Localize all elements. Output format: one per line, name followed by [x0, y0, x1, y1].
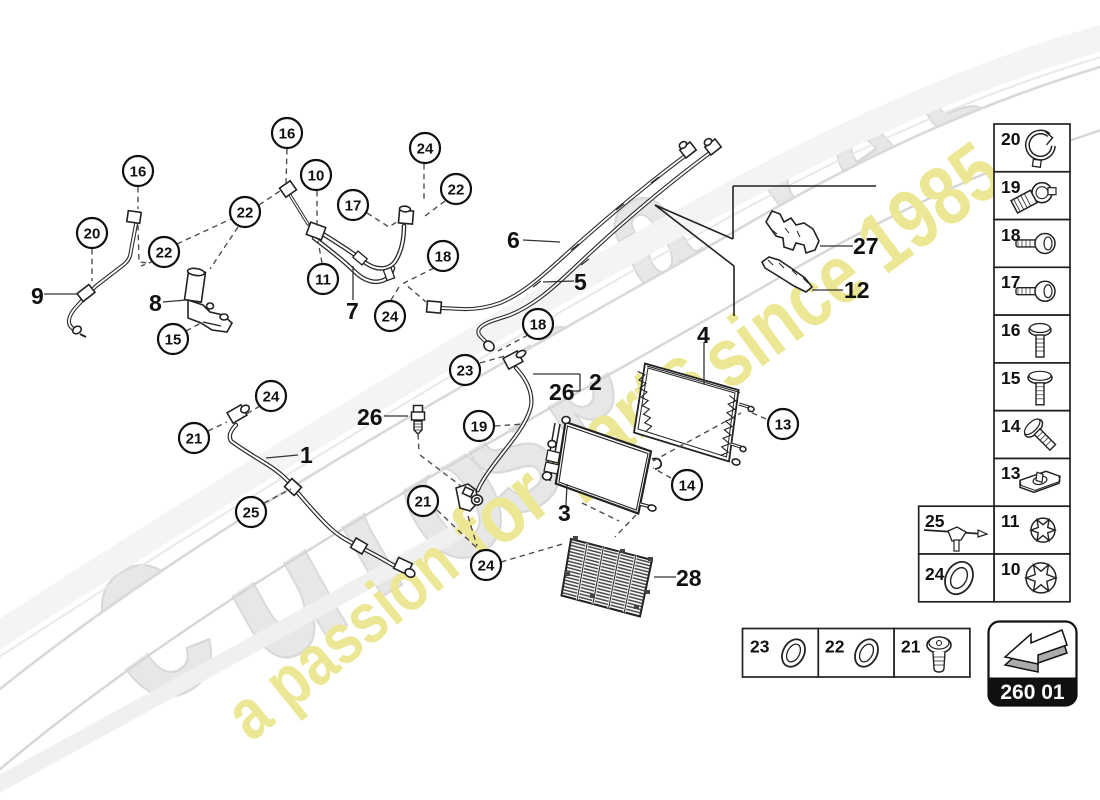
svg-text:24: 24 [417, 140, 434, 157]
svg-text:20: 20 [84, 225, 101, 242]
svg-text:22: 22 [448, 181, 465, 198]
svg-text:17: 17 [1001, 272, 1020, 292]
svg-text:24: 24 [478, 557, 495, 574]
svg-text:26: 26 [549, 379, 575, 405]
svg-text:19: 19 [1001, 177, 1021, 197]
svg-text:12: 12 [844, 277, 870, 303]
svg-text:7: 7 [346, 298, 359, 324]
svg-text:15: 15 [1001, 368, 1021, 388]
svg-text:18: 18 [435, 248, 452, 265]
svg-text:24: 24 [382, 308, 399, 325]
svg-text:5: 5 [574, 269, 587, 295]
svg-text:22: 22 [237, 204, 254, 221]
svg-text:25: 25 [925, 511, 945, 531]
svg-text:10: 10 [308, 167, 325, 184]
svg-text:22: 22 [156, 244, 173, 261]
svg-text:260 01: 260 01 [1000, 681, 1065, 704]
svg-text:23: 23 [457, 362, 474, 379]
svg-text:16: 16 [279, 125, 296, 142]
svg-text:22: 22 [825, 637, 845, 657]
svg-text:26: 26 [357, 404, 383, 430]
svg-text:27: 27 [853, 233, 879, 259]
svg-text:15: 15 [165, 331, 182, 348]
svg-text:11: 11 [1001, 511, 1020, 531]
svg-text:3: 3 [558, 500, 571, 526]
svg-text:21: 21 [186, 430, 203, 447]
svg-text:18: 18 [530, 316, 547, 333]
svg-text:13: 13 [775, 416, 792, 433]
svg-text:18: 18 [1001, 225, 1021, 245]
svg-text:16: 16 [1001, 320, 1021, 340]
svg-text:2: 2 [589, 369, 602, 395]
svg-text:20: 20 [1001, 129, 1021, 149]
svg-text:23: 23 [750, 637, 770, 657]
svg-text:10: 10 [1001, 559, 1021, 579]
svg-text:25: 25 [243, 504, 260, 521]
svg-text:28: 28 [676, 565, 702, 591]
svg-text:17: 17 [345, 197, 362, 214]
svg-text:19: 19 [471, 418, 488, 435]
svg-text:13: 13 [1001, 463, 1021, 483]
svg-text:24: 24 [925, 564, 945, 584]
svg-text:9: 9 [31, 283, 44, 309]
svg-text:14: 14 [1001, 416, 1021, 436]
svg-text:14: 14 [679, 477, 696, 494]
svg-text:4: 4 [697, 322, 710, 348]
svg-text:21: 21 [901, 637, 921, 657]
svg-text:8: 8 [149, 290, 162, 316]
svg-text:16: 16 [130, 163, 147, 180]
svg-text:21: 21 [415, 493, 432, 510]
svg-text:24: 24 [263, 388, 280, 405]
svg-text:1: 1 [300, 442, 313, 468]
svg-text:6: 6 [507, 227, 520, 253]
svg-text:11: 11 [315, 271, 331, 288]
